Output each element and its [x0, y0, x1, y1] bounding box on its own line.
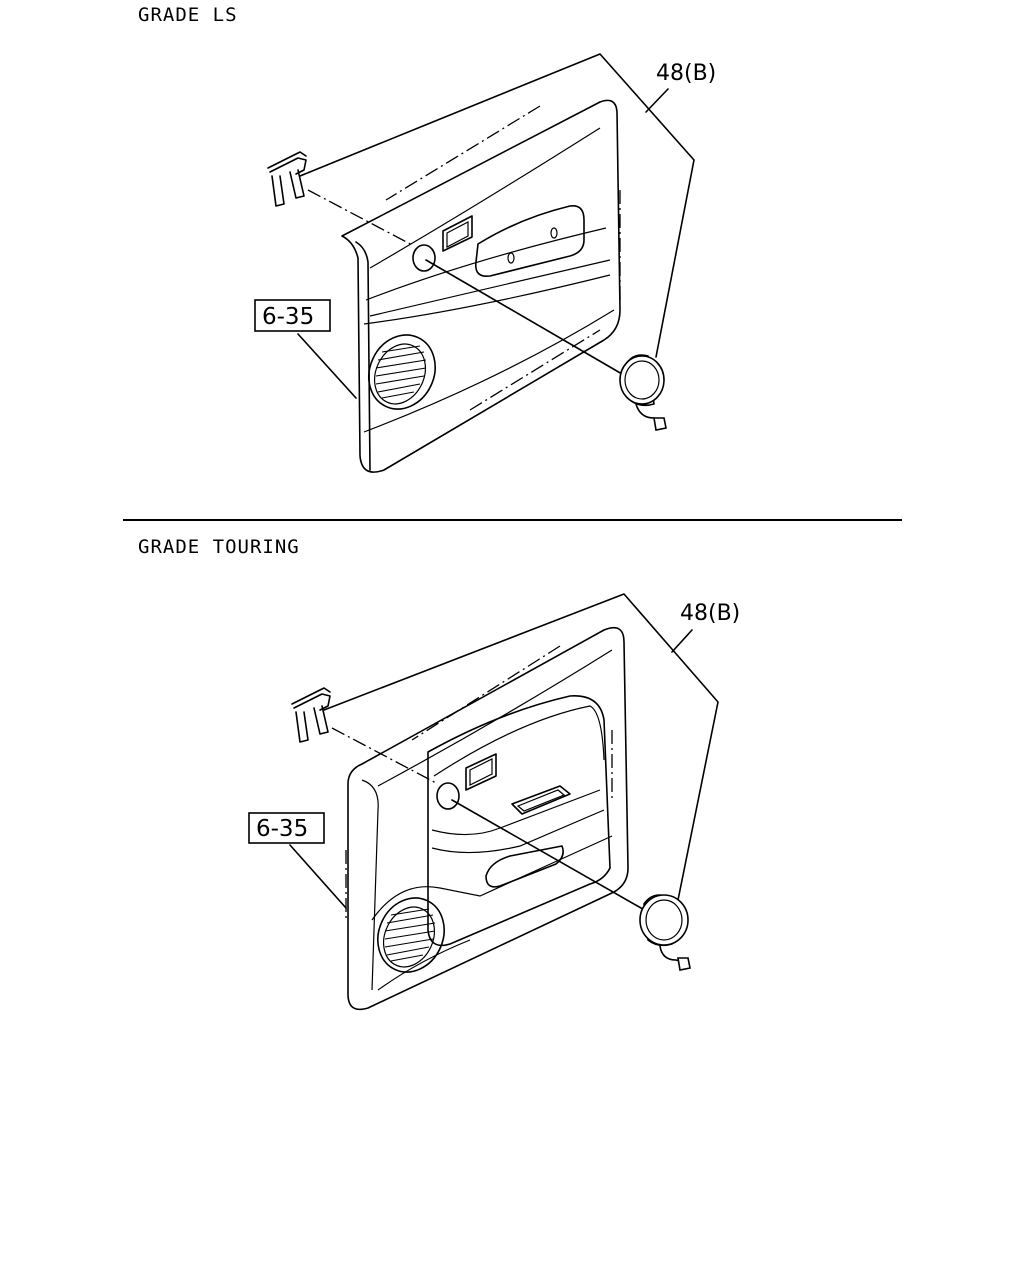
trim-panel-callout-label[interactable]: 6-35	[256, 816, 308, 842]
panel-bottom-phantom-line	[469, 329, 601, 411]
clip-install-line	[331, 727, 439, 785]
door-trim-panel-icon	[341, 99, 621, 473]
clip-icon	[267, 151, 307, 207]
speaker-icon	[639, 894, 689, 963]
clip-install-line	[307, 189, 415, 247]
section-title: GRADE TOURING	[138, 536, 300, 558]
connector-icon	[653, 417, 667, 431]
speaker-callout-label[interactable]: 48(B)	[656, 61, 716, 86]
trim-panel-callout-label[interactable]: 6-35	[262, 304, 314, 330]
speaker-icon	[619, 354, 665, 421]
trim-panel-callout[interactable]: 6-35	[254, 299, 357, 399]
speaker-install-line	[451, 799, 649, 913]
clip-icon	[291, 687, 331, 743]
section-grade-ls: GRADE LS 48(B) 6-35	[138, 4, 716, 473]
connector-icon	[677, 957, 691, 971]
door-trim-panel-icon	[347, 626, 629, 1011]
speaker-grille-icon	[368, 334, 436, 410]
section-title: GRADE LS	[138, 4, 238, 26]
panel-edge-phantom-line	[385, 105, 541, 201]
speaker-callout-leader	[299, 53, 695, 358]
panel-edge-phantom-line	[411, 645, 561, 741]
speaker-grille-icon	[377, 897, 445, 973]
trim-panel-callout[interactable]: 6-35	[248, 812, 347, 909]
speaker-install-line	[425, 259, 623, 375]
speaker-callout-leader	[323, 593, 719, 901]
speaker-callout-label[interactable]: 48(B)	[680, 601, 740, 626]
section-grade-touring: GRADE TOURING 48(B) 6-35	[138, 536, 740, 1011]
